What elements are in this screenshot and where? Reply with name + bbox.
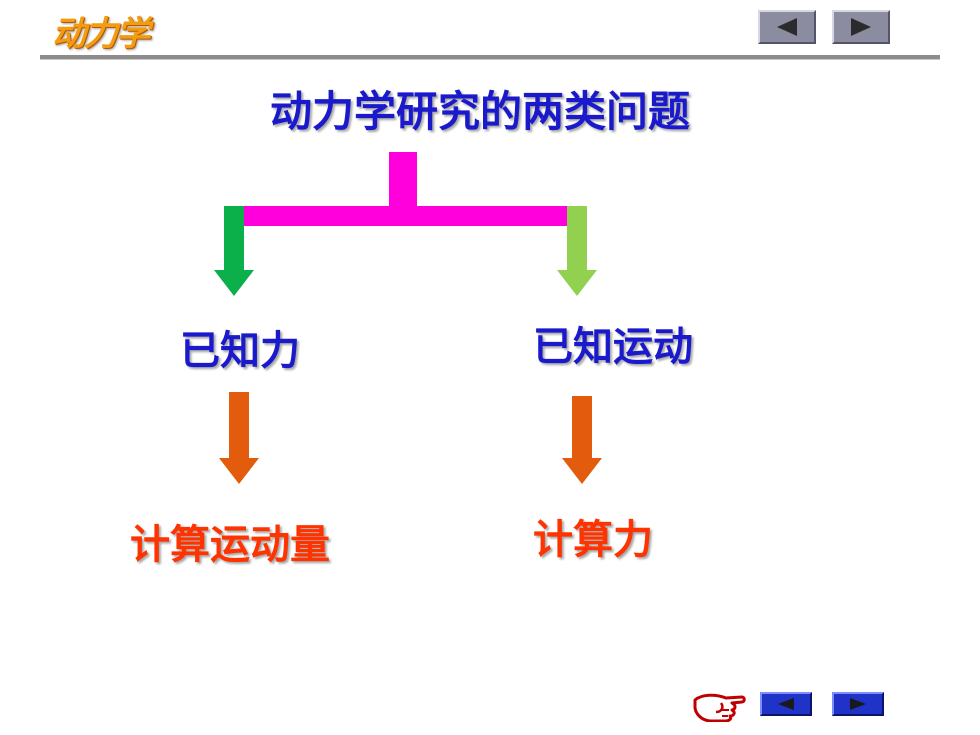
page-title: 动力学研究的两类问题 <box>269 87 690 136</box>
next-button-top[interactable] <box>832 10 890 44</box>
logo: 动力学 <box>52 14 150 54</box>
prev-icon <box>778 698 794 710</box>
next-icon <box>850 698 866 710</box>
compute-motion-label: 计算运动量 <box>130 522 330 568</box>
left-down-arrow <box>214 206 254 296</box>
known-force-label: 已知力 <box>180 328 300 374</box>
connector-stem <box>389 152 417 208</box>
known-motion-label: 已知运动 <box>533 324 693 370</box>
right-down-arrow <box>557 206 597 296</box>
left-result-arrow <box>219 392 259 484</box>
hand-pointer-icon[interactable] <box>692 688 746 726</box>
right-result-arrow <box>562 396 602 484</box>
prev-button-bottom[interactable] <box>760 692 812 716</box>
next-icon <box>851 18 871 36</box>
connector-bar <box>242 206 574 226</box>
prev-icon <box>777 18 797 36</box>
next-button-bottom[interactable] <box>832 692 884 716</box>
prev-button-top[interactable] <box>758 10 816 44</box>
compute-force-label: 计算力 <box>533 517 653 563</box>
header-rule <box>40 55 940 60</box>
